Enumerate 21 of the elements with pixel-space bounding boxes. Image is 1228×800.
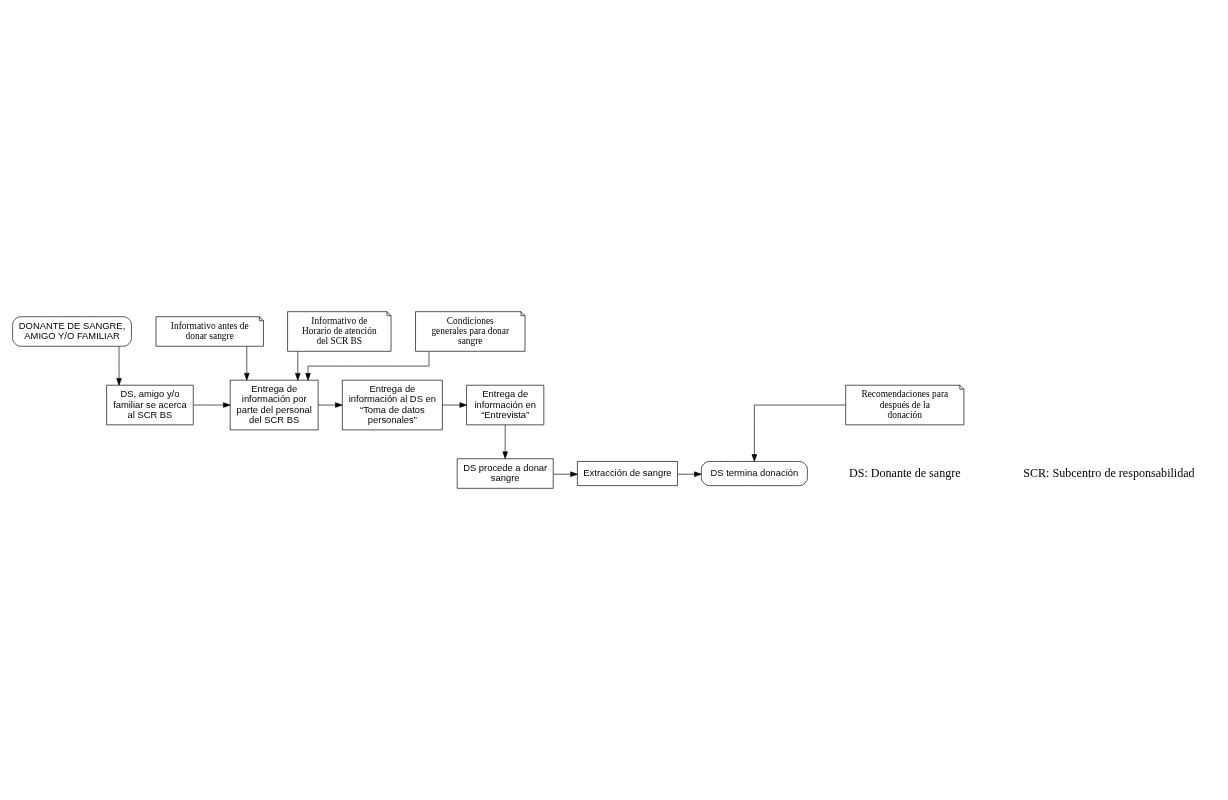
node-box: Entrega de información en “Entrevista”: [466, 384, 545, 426]
node-box: Entrega de información por parte del personal del SCR BS: [229, 379, 319, 431]
node-box: DS procede a donar sangre: [456, 458, 554, 489]
arrow: [502, 424, 508, 459]
arrow: [244, 346, 250, 381]
arrow: [442, 402, 467, 408]
arrow: [305, 351, 430, 381]
arrow: [295, 351, 301, 381]
node-box: DS termina donación: [700, 461, 808, 486]
arrow: [553, 471, 578, 477]
arrow: [193, 402, 231, 408]
arrow: [116, 346, 122, 386]
arrow: [751, 404, 846, 462]
arrow: [317, 402, 343, 408]
node-box: Extracción de sangre: [577, 461, 678, 486]
label: SCR: Subcentro de responsabilidad: [1023, 465, 1195, 480]
node-box: DS, amigo y/o familiar se acerca al SCR BS: [106, 384, 194, 426]
label: DS: Donante de sangre: [848, 465, 961, 480]
node-box: Entrega de información al DS en “Toma de datos personales”: [342, 379, 443, 431]
arrow: [677, 471, 702, 477]
node-box: DONANTE DE SANGRE, AMIGO Y/O FAMILIAR: [12, 316, 132, 347]
